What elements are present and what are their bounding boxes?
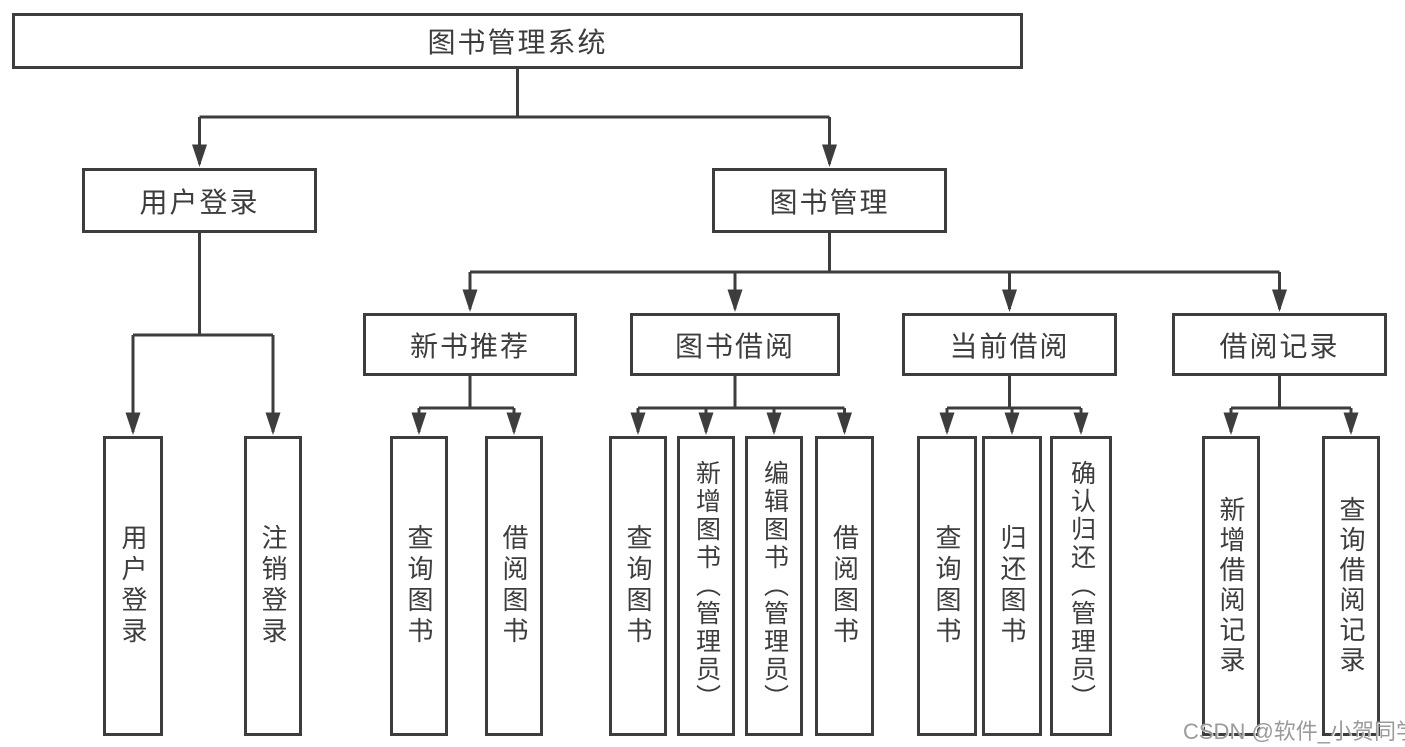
node-root: 图书管理系统 [12, 13, 1023, 69]
leaf-bb-edit-books-admin: 编辑图书（管理员） [745, 436, 803, 736]
leaf-cb-query-books: 查询图书 [917, 436, 977, 736]
leaf-cb-return-books-label: 归还图书 [997, 524, 1027, 648]
node-user-login: 用户登录 [82, 168, 317, 233]
leaf-cb-query-books-label: 查询图书 [932, 524, 962, 648]
leaf-nb-query-books-label: 查询图书 [404, 524, 434, 648]
leaf-bb-query-books-label: 查询图书 [623, 524, 653, 648]
node-root-label: 图书管理系统 [427, 27, 608, 58]
watermark: CSDN @软件_小贺同学 [1183, 719, 1405, 744]
leaf-bb-add-books-admin-label: 新增图书（管理员） [692, 460, 721, 712]
leaf-nb-borrow-books: 借阅图书 [485, 436, 543, 736]
node-current-borrow-label: 当前借阅 [949, 330, 1070, 362]
node-book-borrow-label: 图书借阅 [674, 330, 795, 362]
node-borrow-records: 借阅记录 [1172, 313, 1387, 376]
leaf-nb-borrow-books-label: 借阅图书 [499, 524, 529, 648]
leaf-br-query-record: 查询借阅记录 [1322, 436, 1380, 736]
node-book-mgmt: 图书管理 [712, 168, 947, 233]
leaf-br-query-record-label: 查询借阅记录 [1336, 496, 1366, 676]
node-borrow-records-label: 借阅记录 [1219, 330, 1340, 362]
node-new-books-label: 新书推荐 [409, 330, 530, 362]
node-current-borrow: 当前借阅 [902, 313, 1117, 376]
leaf-bb-borrow-books-label: 借阅图书 [829, 524, 860, 648]
leaf-br-add-record: 新增借阅记录 [1202, 436, 1260, 736]
leaf-bb-borrow-books: 借阅图书 [815, 436, 874, 736]
node-new-books: 新书推荐 [363, 313, 577, 376]
node-book-mgmt-label: 图书管理 [769, 186, 890, 218]
leaf-cb-confirm-return-admin-label: 确认归还（管理员） [1067, 460, 1096, 712]
leaf-bb-query-books: 查询图书 [609, 436, 667, 736]
leaf-cb-confirm-return-admin: 确认归还（管理员） [1050, 436, 1112, 736]
leaf-user-login: 用户登录 [103, 436, 163, 736]
leaf-bb-add-books-admin: 新增图书（管理员） [677, 436, 735, 736]
node-book-borrow: 图书借阅 [630, 313, 840, 376]
leaf-logout: 注销登录 [244, 436, 302, 736]
leaf-br-add-record-label: 新增借阅记录 [1216, 496, 1246, 676]
leaf-logout-label: 注销登录 [258, 524, 288, 648]
leaf-nb-query-books: 查询图书 [390, 436, 448, 736]
node-user-login-label: 用户登录 [139, 186, 260, 218]
leaf-cb-return-books: 归还图书 [982, 436, 1042, 736]
leaf-bb-edit-books-admin-label: 编辑图书（管理员） [760, 460, 789, 712]
leaf-user-login-label: 用户登录 [118, 524, 148, 648]
